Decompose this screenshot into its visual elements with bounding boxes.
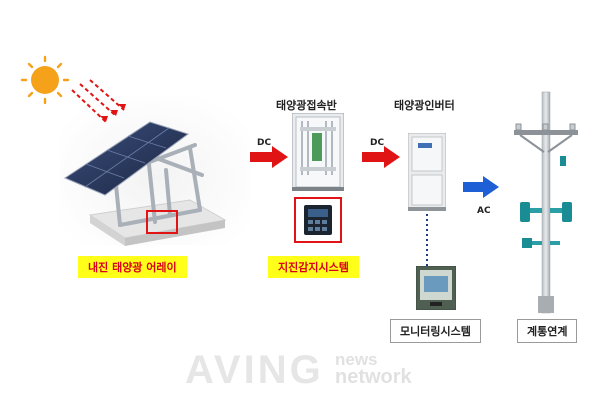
watermark-network: network [335, 366, 412, 388]
watermark-logo: AVING news network [185, 348, 445, 396]
monitoring-connector-line [426, 214, 428, 266]
junction-box-label: 태양광접속반 [276, 99, 337, 112]
dc-arrow-1 [250, 146, 288, 168]
dc-arrow-2 [362, 146, 400, 168]
dc-label-1: DC [257, 138, 272, 148]
watermark-main: AVING [185, 348, 324, 392]
monitoring-label: 모니터링시스템 [390, 319, 481, 343]
inverter-illustration [408, 133, 446, 211]
array-label: 내진 태양광 어레이 [78, 256, 187, 278]
seismic-system-label: 지진감지시스템 [268, 256, 359, 278]
seismic-sensor-illustration [294, 197, 342, 243]
sun-icon [20, 55, 70, 105]
watermark-news: news [335, 350, 378, 369]
junction-box-illustration [292, 113, 344, 191]
dc-label-2: DC [370, 138, 385, 148]
monitoring-terminal-illustration [416, 266, 456, 310]
utility-pole-illustration [514, 91, 578, 314]
ac-arrow [463, 176, 499, 198]
inverter-label: 태양광인버터 [394, 99, 455, 112]
foundation-highlight [146, 210, 178, 234]
grid-label: 계통연계 [517, 319, 578, 343]
sunlight-rays-icon [71, 79, 125, 123]
solar-array-illustration [20, 55, 250, 246]
ac-label: AC [477, 206, 491, 216]
transformer-icon [520, 202, 572, 222]
solar-panel-icon [63, 121, 190, 196]
